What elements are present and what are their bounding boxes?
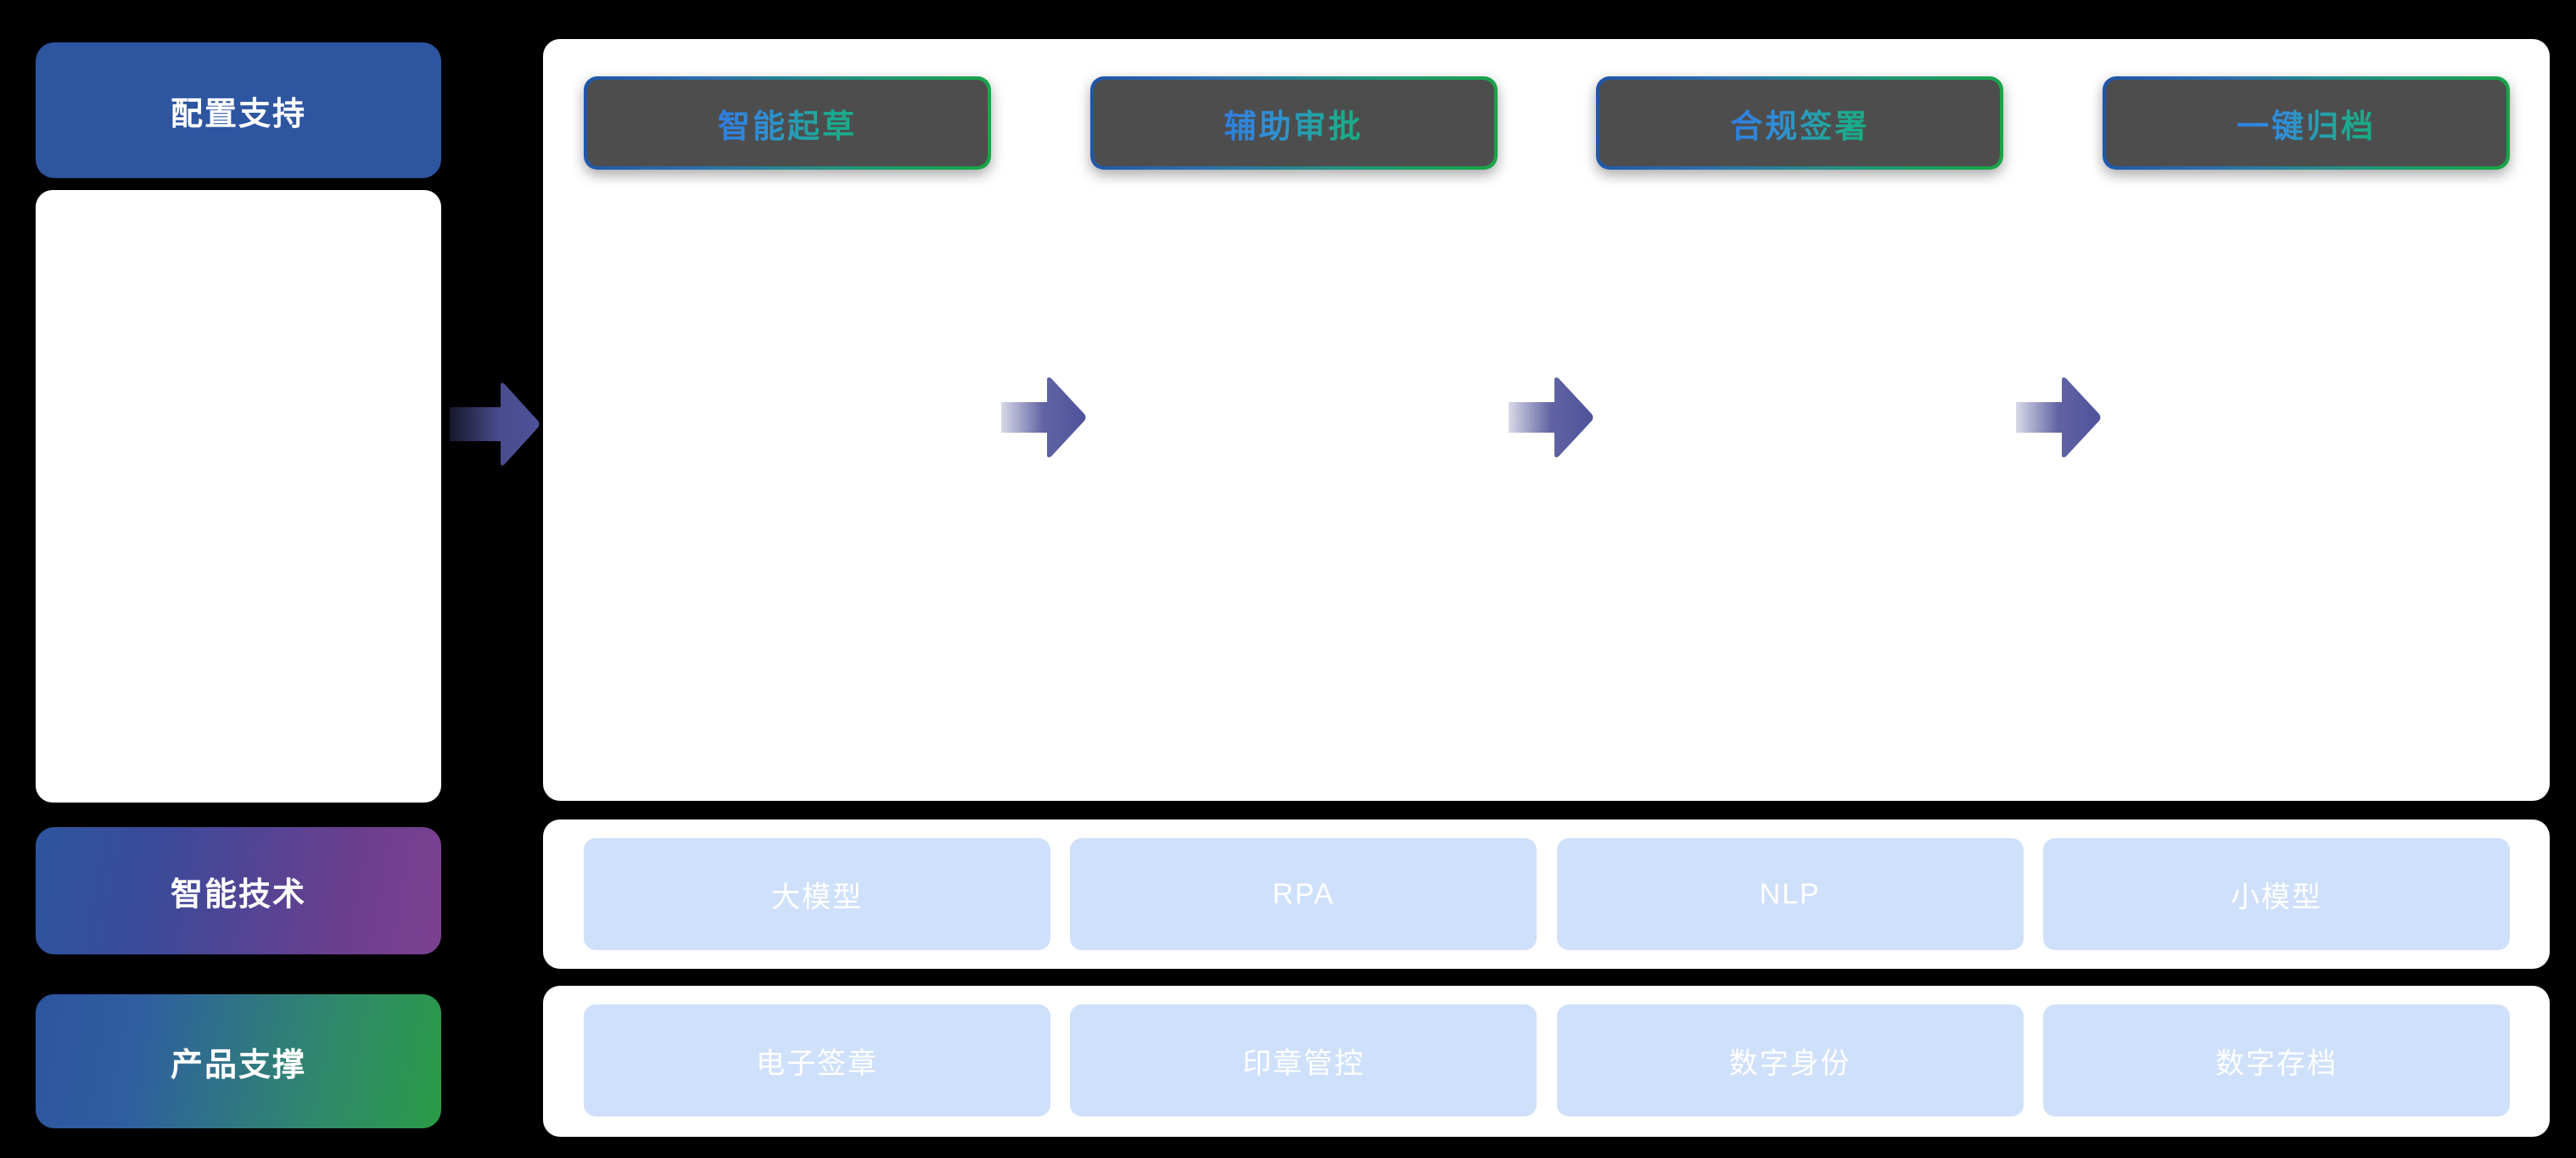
flow-step-card-2-inner: 辅助审批 xyxy=(1093,80,1494,166)
flow-arrow-2-icon xyxy=(1507,373,1595,462)
flow-step-card-3-inner: 合规签署 xyxy=(1599,80,2001,166)
sidebar-blank-panel xyxy=(36,190,441,803)
flow-step-card-4[interactable]: 一键归档 xyxy=(2102,76,2510,170)
sidebar-card-config-label: 配置支持 xyxy=(170,96,306,132)
flow-step-card-3-label: 合规签署 xyxy=(1730,100,1869,147)
flow-arrow-1-icon xyxy=(1000,373,1088,462)
tech-card-2[interactable]: RPA xyxy=(1070,838,1537,950)
flow-step-card-1[interactable]: 智能起草 xyxy=(584,76,991,170)
sidebar-card-tech[interactable]: 智能技术 xyxy=(36,827,441,954)
sidebar-card-product-label: 产品支撑 xyxy=(170,1047,306,1083)
product-card-1-label: 电子签章 xyxy=(756,1047,878,1080)
tech-card-3[interactable]: NLP xyxy=(1556,838,2024,950)
tech-card-1[interactable]: 大模型 xyxy=(584,838,1050,950)
sidebar-card-product[interactable]: 产品支撑 xyxy=(36,994,441,1128)
tech-card-3-label: NLP xyxy=(1759,877,1821,910)
flow-step-card-4-label: 一键归档 xyxy=(2237,100,2376,147)
flow-step-card-3[interactable]: 合规签署 xyxy=(1596,76,2004,170)
flow-step-card-2[interactable]: 辅助审批 xyxy=(1089,76,1498,170)
tech-card-4-label: 小模型 xyxy=(2230,881,2322,914)
tech-card-1-label: 大模型 xyxy=(771,881,863,914)
product-card-2-label: 印章管控 xyxy=(1242,1047,1365,1080)
flow-step-card-2-label: 辅助审批 xyxy=(1224,100,1364,147)
tech-panel: 大模型 RPA NLP 小模型 xyxy=(543,820,2550,969)
product-card-1[interactable]: 电子签章 xyxy=(584,1004,1050,1116)
flow-step-card-1-inner: 智能起草 xyxy=(587,80,988,166)
product-card-row: 电子签章 印章管控 数字身份 数字存档 xyxy=(584,1004,2510,1116)
flow-step-card-4-inner: 一键归档 xyxy=(2105,80,2506,166)
product-card-4-label: 数字存档 xyxy=(2215,1047,2338,1080)
flow-step-row: 智能起草 辅助审批 合规签署 一键归档 xyxy=(584,76,2510,170)
product-panel: 电子签章 印章管控 数字身份 数字存档 xyxy=(543,986,2550,1137)
sidebar-card-config[interactable]: 配置支持 xyxy=(36,42,441,178)
flow-panel: 智能起草 辅助审批 合规签署 一键归档 xyxy=(543,39,2550,801)
product-card-4[interactable]: 数字存档 xyxy=(2042,1004,2510,1116)
tech-card-row: 大模型 RPA NLP 小模型 xyxy=(584,838,2510,950)
tech-card-2-label: RPA xyxy=(1272,877,1336,910)
flow-arrow-3-icon xyxy=(2014,373,2103,462)
flow-step-card-1-label: 智能起草 xyxy=(718,100,857,147)
sidebar-to-flow-arrow-icon xyxy=(448,380,541,468)
product-card-3[interactable]: 数字身份 xyxy=(1556,1004,2024,1116)
product-card-3-label: 数字身份 xyxy=(1728,1047,1851,1080)
product-card-2[interactable]: 印章管控 xyxy=(1070,1004,1537,1116)
tech-card-4[interactable]: 小模型 xyxy=(2042,838,2510,950)
sidebar-card-tech-label: 智能技术 xyxy=(170,876,306,913)
